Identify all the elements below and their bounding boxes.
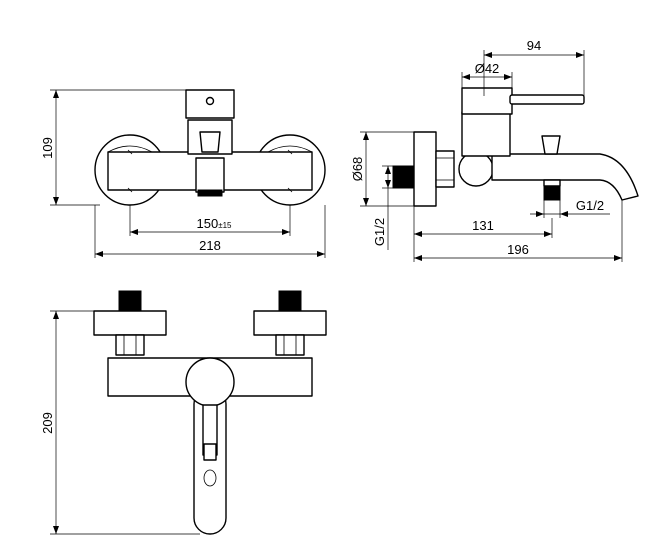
mixer-body-side	[458, 151, 494, 187]
front-view-dimensions: 109 150±15 218	[40, 89, 326, 258]
shower-outlet-thread	[543, 185, 561, 201]
handle-cap-side	[461, 87, 513, 115]
inlet-thread-label: G1/2	[372, 218, 387, 246]
left-inlet-thread-top	[118, 290, 142, 312]
threaded-inlet-side	[392, 165, 415, 189]
handle-column-side	[461, 111, 511, 157]
body-diameter-label: Ø42	[475, 61, 500, 76]
top-height-label: 209	[40, 412, 55, 434]
spout-front	[195, 157, 225, 193]
aerator-front	[197, 189, 223, 197]
left-nut-top	[115, 334, 145, 356]
handle-offset-label: 94	[527, 38, 541, 53]
side-view-dimensions: 94 Ø42 Ø68 G1/2 G1/2 131	[350, 38, 623, 262]
diverter-knob-top	[203, 443, 217, 461]
right-nut-top	[275, 334, 305, 356]
total-depth-label: 196	[507, 242, 529, 257]
connector-nut-side	[435, 150, 455, 188]
front-height-label: 109	[40, 137, 55, 159]
top-view	[93, 290, 327, 535]
spout-thread-label: G1/2	[576, 198, 604, 213]
wall-flange-side	[413, 131, 437, 207]
aerator-top	[203, 469, 217, 487]
diverter-knob	[199, 131, 221, 153]
handle-cartridge-top	[185, 357, 235, 407]
top-view-dimensions: 209	[40, 310, 200, 535]
handle-lever-side	[509, 94, 585, 105]
spout-reach-label: 131	[472, 218, 494, 233]
right-flange-top	[253, 310, 327, 336]
spout-side	[491, 153, 639, 201]
handle-indicator-icon	[205, 96, 215, 106]
diverter-knob-side	[541, 135, 561, 155]
flange-diameter-label: Ø68	[350, 157, 365, 182]
center-distance-label: 150±15	[197, 216, 233, 231]
shower-outlet-side	[543, 179, 561, 187]
front-width-label: 218	[199, 238, 221, 253]
left-flange-top	[93, 310, 167, 336]
right-inlet-thread-top	[278, 290, 302, 312]
front-view	[94, 89, 326, 206]
side-view	[392, 87, 639, 207]
